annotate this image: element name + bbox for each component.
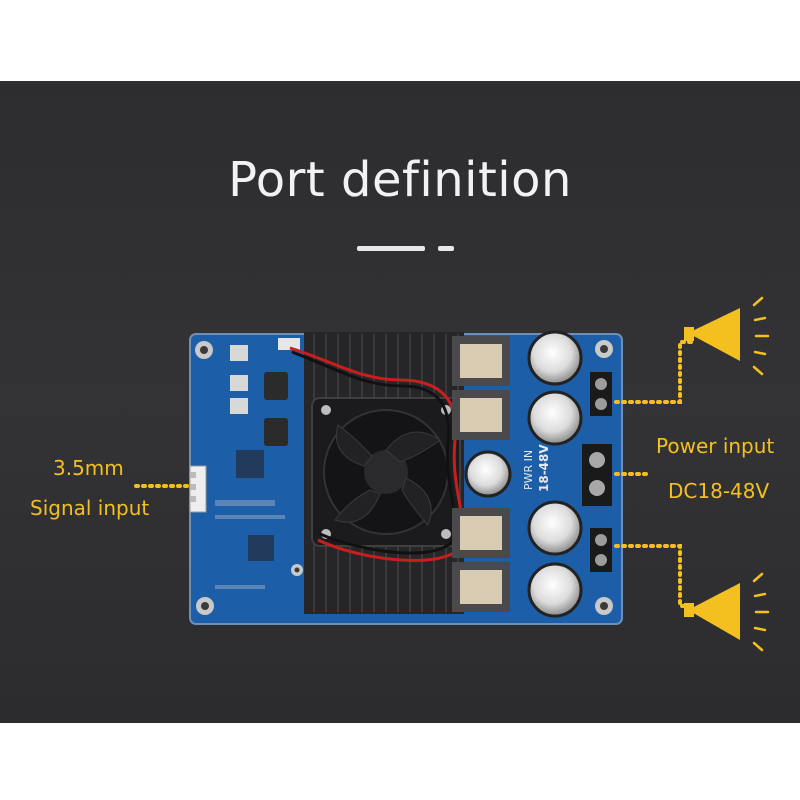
page-title: Port definition — [228, 152, 572, 208]
power-input-label: Power input — [656, 434, 775, 458]
title-underline-long — [357, 246, 425, 251]
inductors — [452, 336, 510, 612]
capacitors — [464, 330, 583, 618]
pwr-in-label: PWR IN — [522, 450, 535, 490]
speaker-icon — [684, 308, 740, 361]
title-underline-short — [438, 246, 454, 251]
power-voltage-label: DC18-48V — [668, 479, 770, 503]
speaker-icon — [684, 583, 740, 640]
speaker-waves-top — [752, 296, 770, 376]
board-voltage-label: 18-48V — [537, 444, 551, 492]
speaker-waves-bottom — [752, 572, 770, 652]
signal-size-label: 3.5mm — [53, 456, 124, 480]
terminal-blocks — [582, 372, 612, 572]
signal-input-label: Signal input — [30, 496, 150, 520]
leader-lines — [134, 340, 696, 608]
fan-icon — [311, 397, 461, 547]
